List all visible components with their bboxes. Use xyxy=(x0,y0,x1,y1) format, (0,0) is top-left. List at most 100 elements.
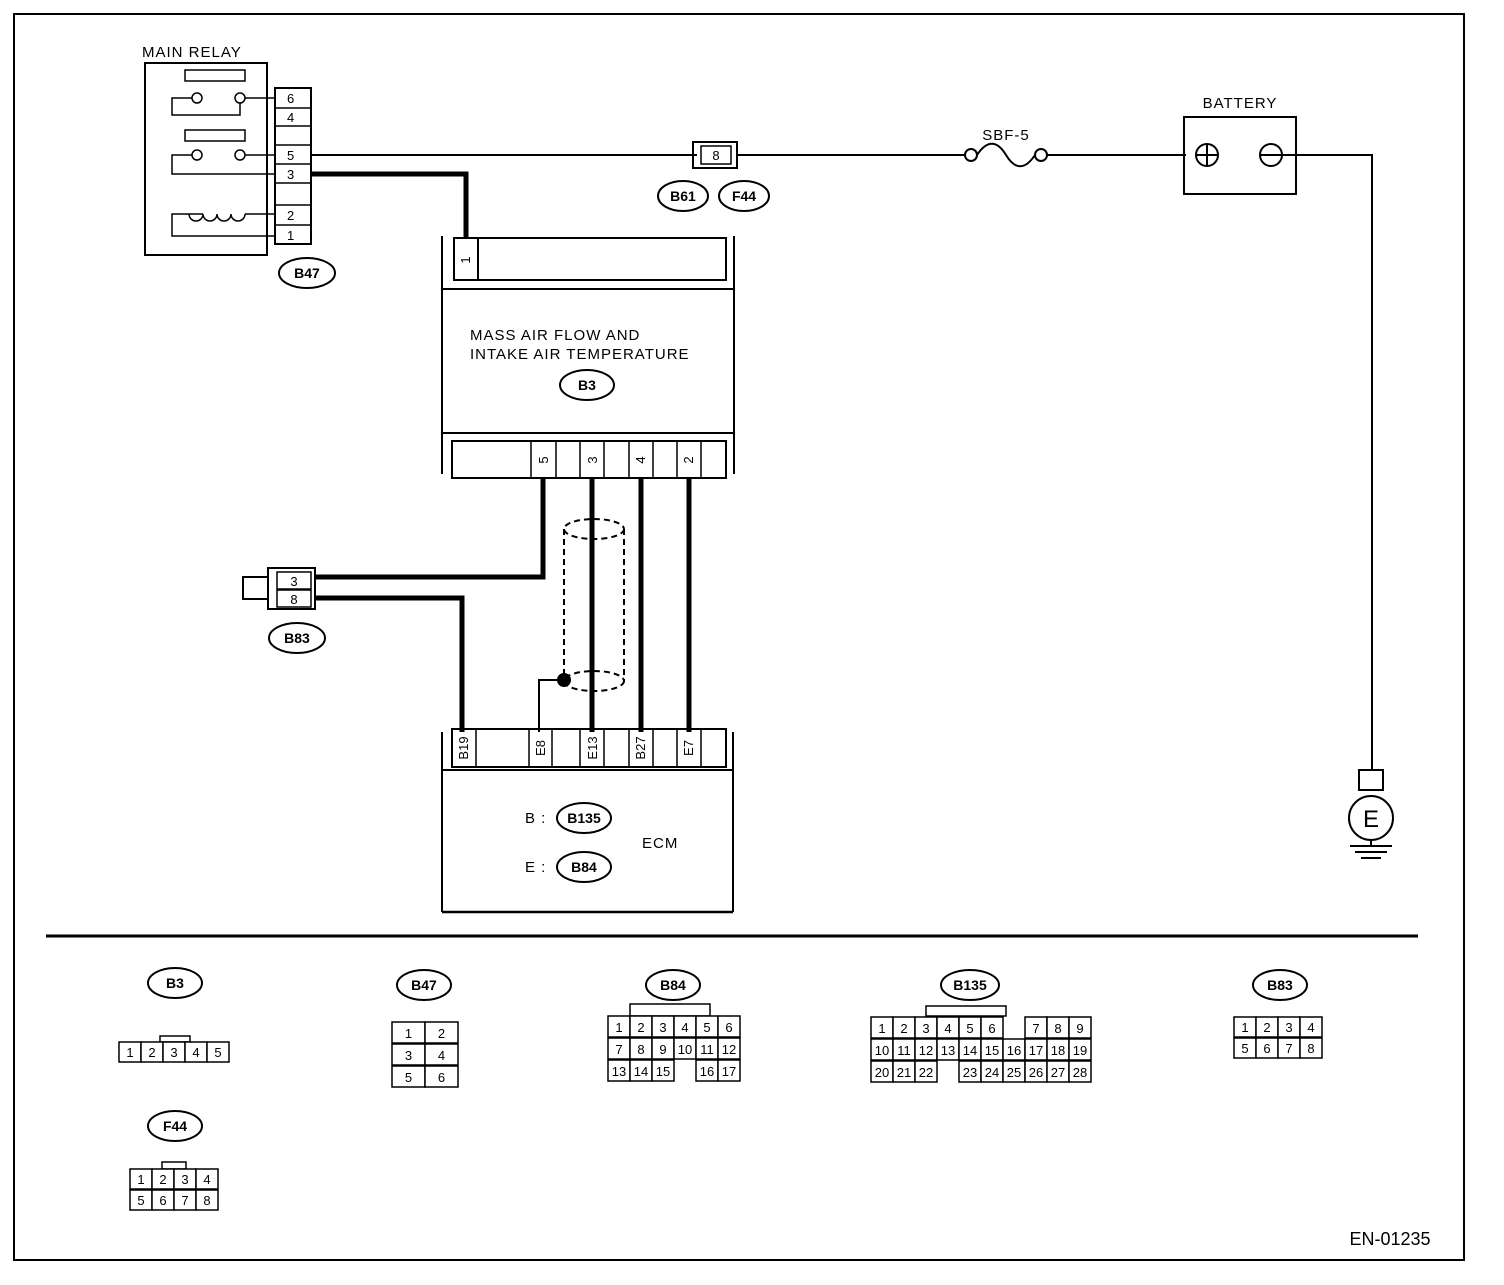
b135-cell xyxy=(914,1060,938,1083)
ecm: B19 E8 E13 B27 E7 B : B135 E : B84 ECM xyxy=(441,728,734,914)
relay-pin-1: 1 xyxy=(287,228,294,243)
b135-cell xyxy=(980,1016,1004,1039)
b135-cell xyxy=(1068,1038,1092,1061)
b84-cell xyxy=(717,1059,741,1082)
b83-cell xyxy=(1299,1037,1323,1059)
b83-pin-label: 1 xyxy=(1241,1020,1248,1035)
f44-pin-label: 8 xyxy=(203,1193,210,1208)
b135-pin-label: 18 xyxy=(1051,1043,1065,1058)
b47-pin-label: 5 xyxy=(405,1070,412,1085)
ecm-b-connector: B135 xyxy=(567,810,601,826)
legend-f44-label: F44 xyxy=(163,1118,187,1134)
ecm-e-prefix: E : xyxy=(525,859,546,876)
b47-pin-label: 1 xyxy=(405,1026,412,1041)
f44-pin-label: 3 xyxy=(181,1172,188,1187)
b47-cell xyxy=(424,1065,459,1088)
main-relay-title: MAIN RELAY xyxy=(142,44,242,61)
b135-pin-label: 5 xyxy=(966,1021,973,1036)
diagram-border xyxy=(13,13,1465,1261)
relay-pin-3: 3 xyxy=(287,167,294,182)
shield-ground-dot xyxy=(557,673,571,687)
b84-pin-label: 10 xyxy=(678,1042,692,1057)
battery-title: BATTERY xyxy=(1203,95,1278,112)
b135-pin-label: 26 xyxy=(1029,1065,1043,1080)
maf-sensor: 1 MASS AIR FLOW AND INTAKE AIR TEMPERATU… xyxy=(441,236,735,479)
b135-pin-label: 6 xyxy=(988,1021,995,1036)
b83-cell xyxy=(1299,1016,1323,1038)
joint-pin: 8 xyxy=(712,148,719,163)
b47-pin-label: 4 xyxy=(438,1048,445,1063)
maf-pin-1: 1 xyxy=(458,256,473,263)
maf-title-2: INTAKE AIR TEMPERATURE xyxy=(470,346,690,363)
ecm-title: ECM xyxy=(642,835,678,852)
b84-cell xyxy=(717,1037,741,1060)
joint-connector: 8 B61 F44 xyxy=(657,141,770,212)
f44-cell xyxy=(195,1168,219,1190)
b84-pin-label: 6 xyxy=(725,1020,732,1035)
b135-pin-label: 7 xyxy=(1032,1021,1039,1036)
b135-pin-label: 14 xyxy=(963,1043,977,1058)
b135-pin-label: 2 xyxy=(900,1021,907,1036)
b47-cell xyxy=(424,1021,459,1044)
b84-pin-label: 13 xyxy=(612,1064,626,1079)
b3-pin-label: 4 xyxy=(192,1045,199,1060)
b84-pin-label: 9 xyxy=(659,1042,666,1057)
f44-pin-label: 5 xyxy=(137,1193,144,1208)
b135-pin-label: 19 xyxy=(1073,1043,1087,1058)
b135-pin-label: 15 xyxy=(985,1043,999,1058)
b84-pin-label: 16 xyxy=(700,1064,714,1079)
b84-pin-label: 14 xyxy=(634,1064,648,1079)
main-relay: MAIN RELAY 6 4 5 3 2 1 B47 xyxy=(142,44,336,289)
b135-pin-label: 8 xyxy=(1054,1021,1061,1036)
maf-pin-3: 3 xyxy=(585,456,600,463)
ecm-pin-e7: E7 xyxy=(681,740,696,756)
f44-pin-label: 7 xyxy=(181,1193,188,1208)
b84-pin-label: 8 xyxy=(637,1042,644,1057)
b3-pin-label: 1 xyxy=(126,1045,133,1060)
ecm-e-connector: B84 xyxy=(571,859,597,875)
b84-pin-label: 4 xyxy=(681,1020,688,1035)
shielded-cable xyxy=(563,518,625,692)
b3-pin-label: 2 xyxy=(148,1045,155,1060)
joint-connector-b61: B61 xyxy=(670,188,696,204)
legend-b47-label: B47 xyxy=(411,977,437,993)
b83-label: B83 xyxy=(284,630,310,646)
wire-maf5-b83 xyxy=(311,478,546,580)
joint-connector-f44: F44 xyxy=(732,188,756,204)
maf-title-1: MASS AIR FLOW AND xyxy=(470,327,640,344)
legend-b135-label: B135 xyxy=(953,977,987,993)
b83-pin-label: 4 xyxy=(1307,1020,1314,1035)
b83-pin-8: 8 xyxy=(290,592,297,607)
b83-pin-label: 6 xyxy=(1263,1041,1270,1056)
relay-pin-4: 4 xyxy=(287,110,294,125)
ecm-pin-b19: B19 xyxy=(456,736,471,759)
wire-relay-maf xyxy=(311,171,469,238)
b84-pin-label: 11 xyxy=(700,1042,714,1057)
f44-pin-label: 1 xyxy=(137,1172,144,1187)
ground-label: E xyxy=(1363,806,1379,833)
b135-pin-label: 17 xyxy=(1029,1043,1043,1058)
b135-pin-label: 3 xyxy=(922,1021,929,1036)
b135-pin-label: 1 xyxy=(878,1021,885,1036)
b3-pin-label: 5 xyxy=(214,1045,221,1060)
b135-pin-label: 11 xyxy=(897,1043,911,1058)
maf-pin-5: 5 xyxy=(536,456,551,463)
f44-pin-label: 2 xyxy=(159,1172,166,1187)
b135-pin-label: 27 xyxy=(1051,1065,1065,1080)
b135-pin-label: 12 xyxy=(919,1043,933,1058)
b83-pin-label: 5 xyxy=(1241,1041,1248,1056)
b84-pin-label: 5 xyxy=(703,1020,710,1035)
b135-pin-label: 9 xyxy=(1076,1021,1083,1036)
b84-pin-label: 3 xyxy=(659,1020,666,1035)
b83-pin-label: 8 xyxy=(1307,1041,1314,1056)
relay-pin-6: 6 xyxy=(287,91,294,106)
b135-pin-label: 21 xyxy=(897,1065,911,1080)
b47-pin-label: 6 xyxy=(438,1070,445,1085)
b47-pin-label: 2 xyxy=(438,1026,445,1041)
